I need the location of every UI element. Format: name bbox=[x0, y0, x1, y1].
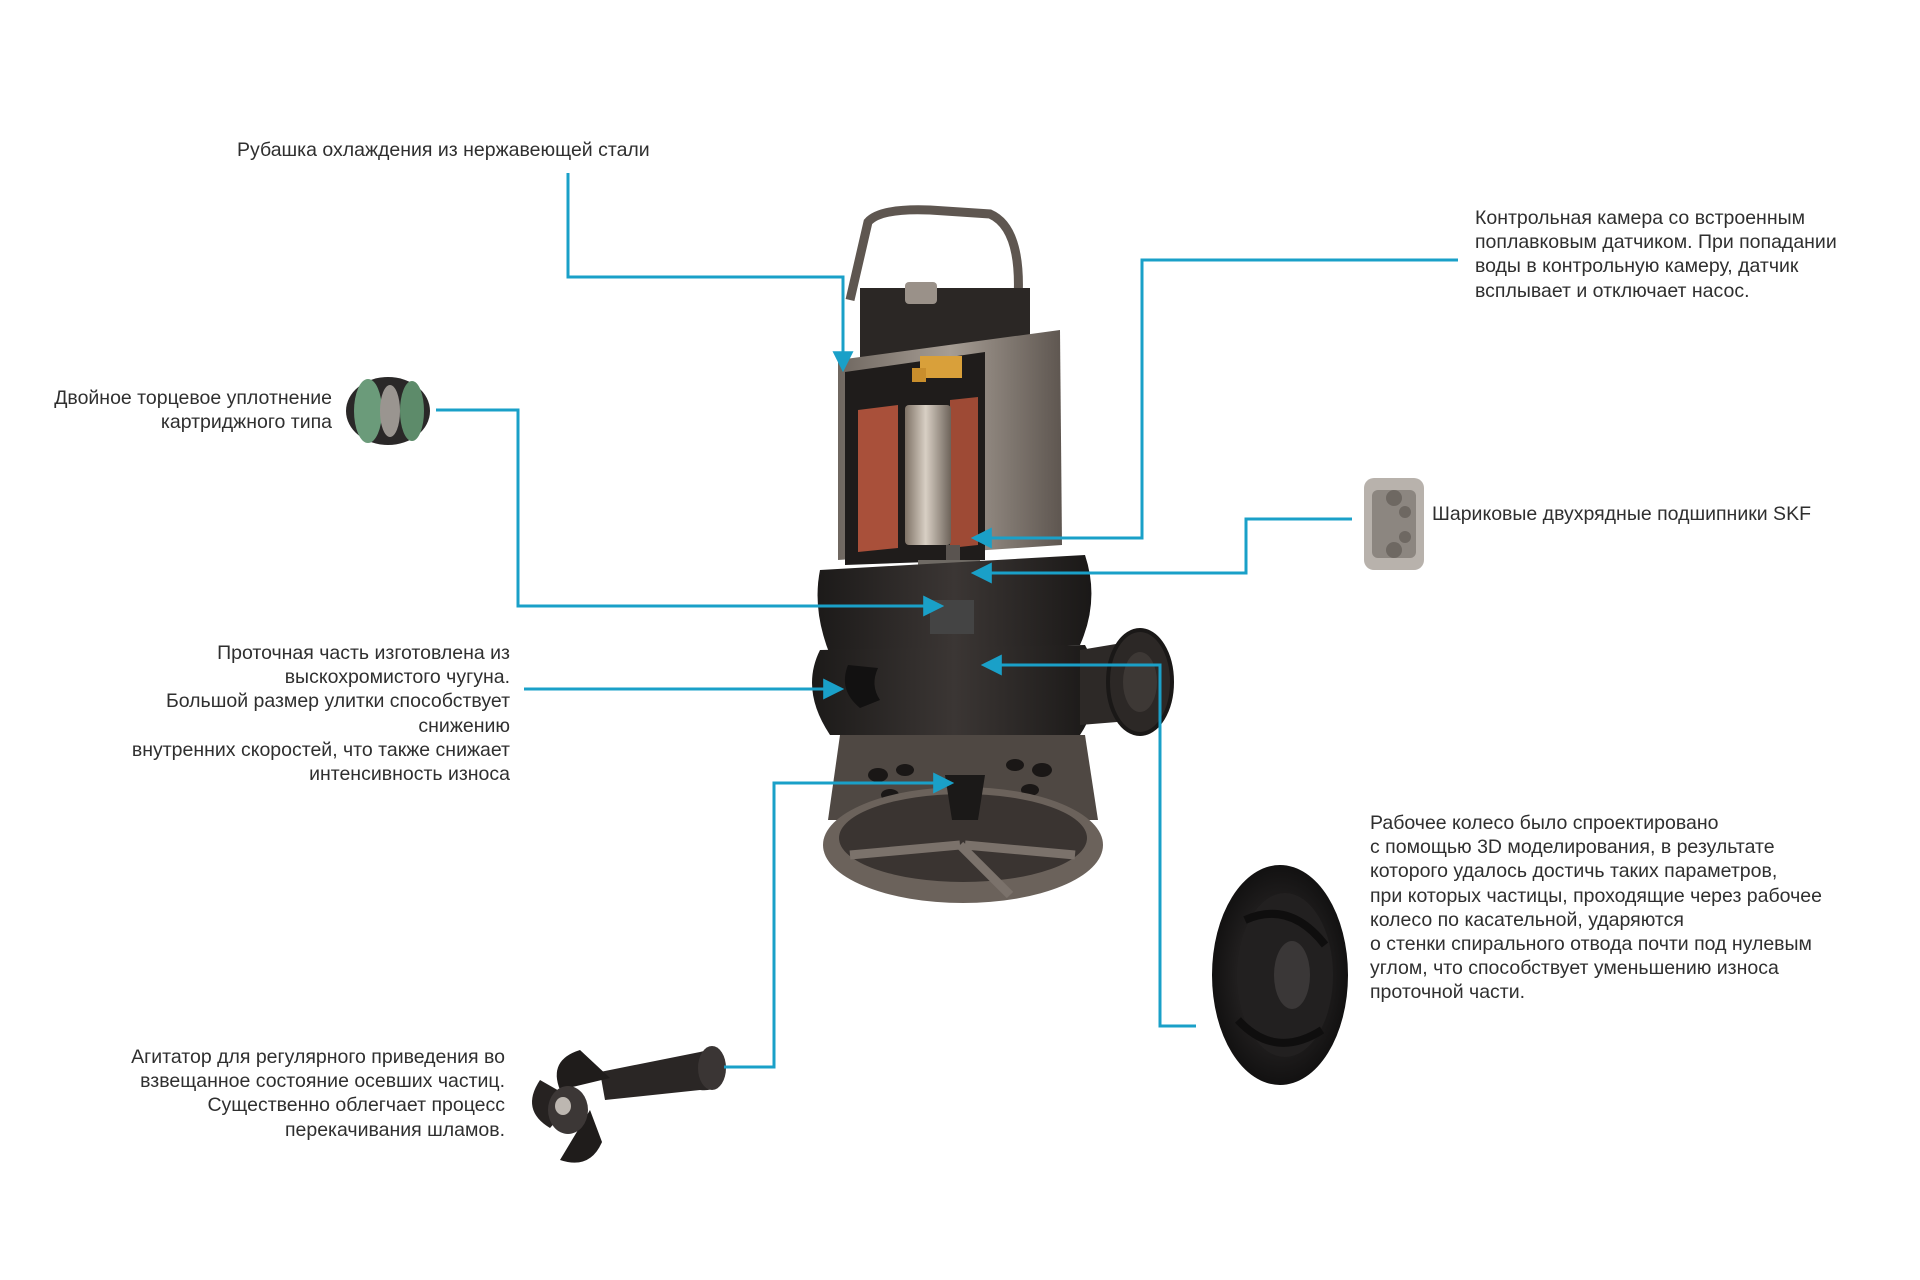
callout-bearings: Шариковые двухрядные подшипники SKF bbox=[1432, 503, 1811, 525]
pump-body bbox=[812, 205, 1174, 903]
discharge-opening bbox=[1123, 652, 1157, 712]
leader-cooling-jacket bbox=[566, 173, 854, 373]
rotor bbox=[905, 405, 951, 545]
callout-impeller: Рабочее колесо было спроектировано с пом… bbox=[1370, 812, 1822, 1004]
strainer-ribs bbox=[849, 840, 1076, 899]
volute-channel bbox=[844, 665, 880, 708]
callout-agitator: Агитатор для регулярного приведения во в… bbox=[131, 1046, 505, 1141]
leader-impeller bbox=[980, 654, 1196, 1028]
stator-winding-right bbox=[950, 397, 978, 548]
leader-mechanical-seal bbox=[436, 408, 945, 617]
callout-mechanical-seal: Двойное торцевое уплотнение картриджного… bbox=[54, 387, 332, 434]
leader-bearings bbox=[970, 517, 1352, 584]
agitator-in-pump bbox=[945, 775, 985, 820]
cable-gland bbox=[905, 282, 937, 304]
leader-control-chamber bbox=[970, 258, 1458, 549]
suction-holes bbox=[868, 759, 1052, 801]
bearing-image bbox=[1364, 478, 1424, 570]
leader-agitator bbox=[724, 772, 955, 1069]
terminal-block-small bbox=[912, 368, 926, 382]
lifting-handle bbox=[845, 205, 1023, 302]
terminal-block bbox=[920, 356, 962, 378]
callout-control-chamber: Контрольная камера со встроенным поплавк… bbox=[1475, 207, 1837, 302]
impeller-image bbox=[1212, 865, 1348, 1085]
volute-casing bbox=[812, 645, 1097, 735]
strainer-inside bbox=[839, 794, 1087, 882]
leader-lines bbox=[436, 173, 1458, 1069]
mechanical-seal-image bbox=[346, 377, 430, 445]
callout-hydraulic-part: Проточная часть изготовлена из выскохром… bbox=[131, 642, 510, 786]
stator-winding-left bbox=[858, 405, 898, 552]
callout-cooling-jacket: Рубашка охлаждения из нержавеющей стали bbox=[237, 139, 650, 161]
agitator-image bbox=[532, 1046, 726, 1163]
